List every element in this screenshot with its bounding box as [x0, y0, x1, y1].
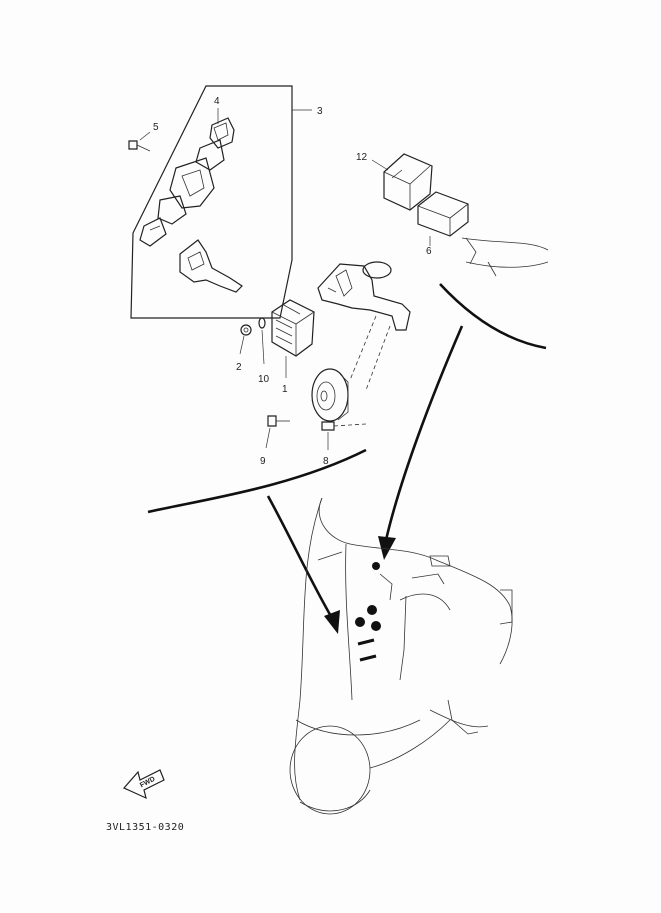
nut-2 — [239, 324, 252, 355]
callout-2: 2 — [236, 362, 242, 373]
horn-bracket — [317, 261, 411, 391]
bolt-9 — [265, 415, 290, 449]
callout-1: 1 — [282, 384, 288, 395]
horn-8 — [311, 368, 367, 450]
reference-arrow-upper — [378, 325, 464, 560]
callout-8: 8 — [323, 456, 329, 467]
fwd-label: FWD — [139, 776, 156, 790]
callout-5: 5 — [153, 122, 159, 133]
callout-6: 6 — [426, 246, 432, 257]
forward-direction-arrow: FWD — [123, 769, 165, 800]
callout-9: 9 — [260, 456, 266, 467]
rectifier-regulator-1 — [271, 299, 315, 378]
screw-5 — [128, 131, 151, 152]
callout-3: 3 — [317, 106, 323, 117]
callout-10: 10 — [258, 374, 270, 385]
frame-tube — [461, 237, 549, 277]
reference-bracket-lower — [147, 448, 367, 514]
main-switch-assembly — [139, 108, 243, 293]
main-switch-group-frame — [130, 85, 312, 319]
reference-arrow-lower — [266, 495, 340, 634]
callout-4: 4 — [214, 96, 220, 107]
scooter-outline — [289, 497, 513, 815]
callout-12: 12 — [356, 152, 368, 163]
relay-12 — [371, 153, 433, 211]
reference-bracket-upper — [439, 283, 547, 350]
cover-6 — [417, 191, 469, 246]
drawing-code: 3VL1351-0320 — [106, 822, 184, 833]
washer-10 — [258, 317, 266, 365]
